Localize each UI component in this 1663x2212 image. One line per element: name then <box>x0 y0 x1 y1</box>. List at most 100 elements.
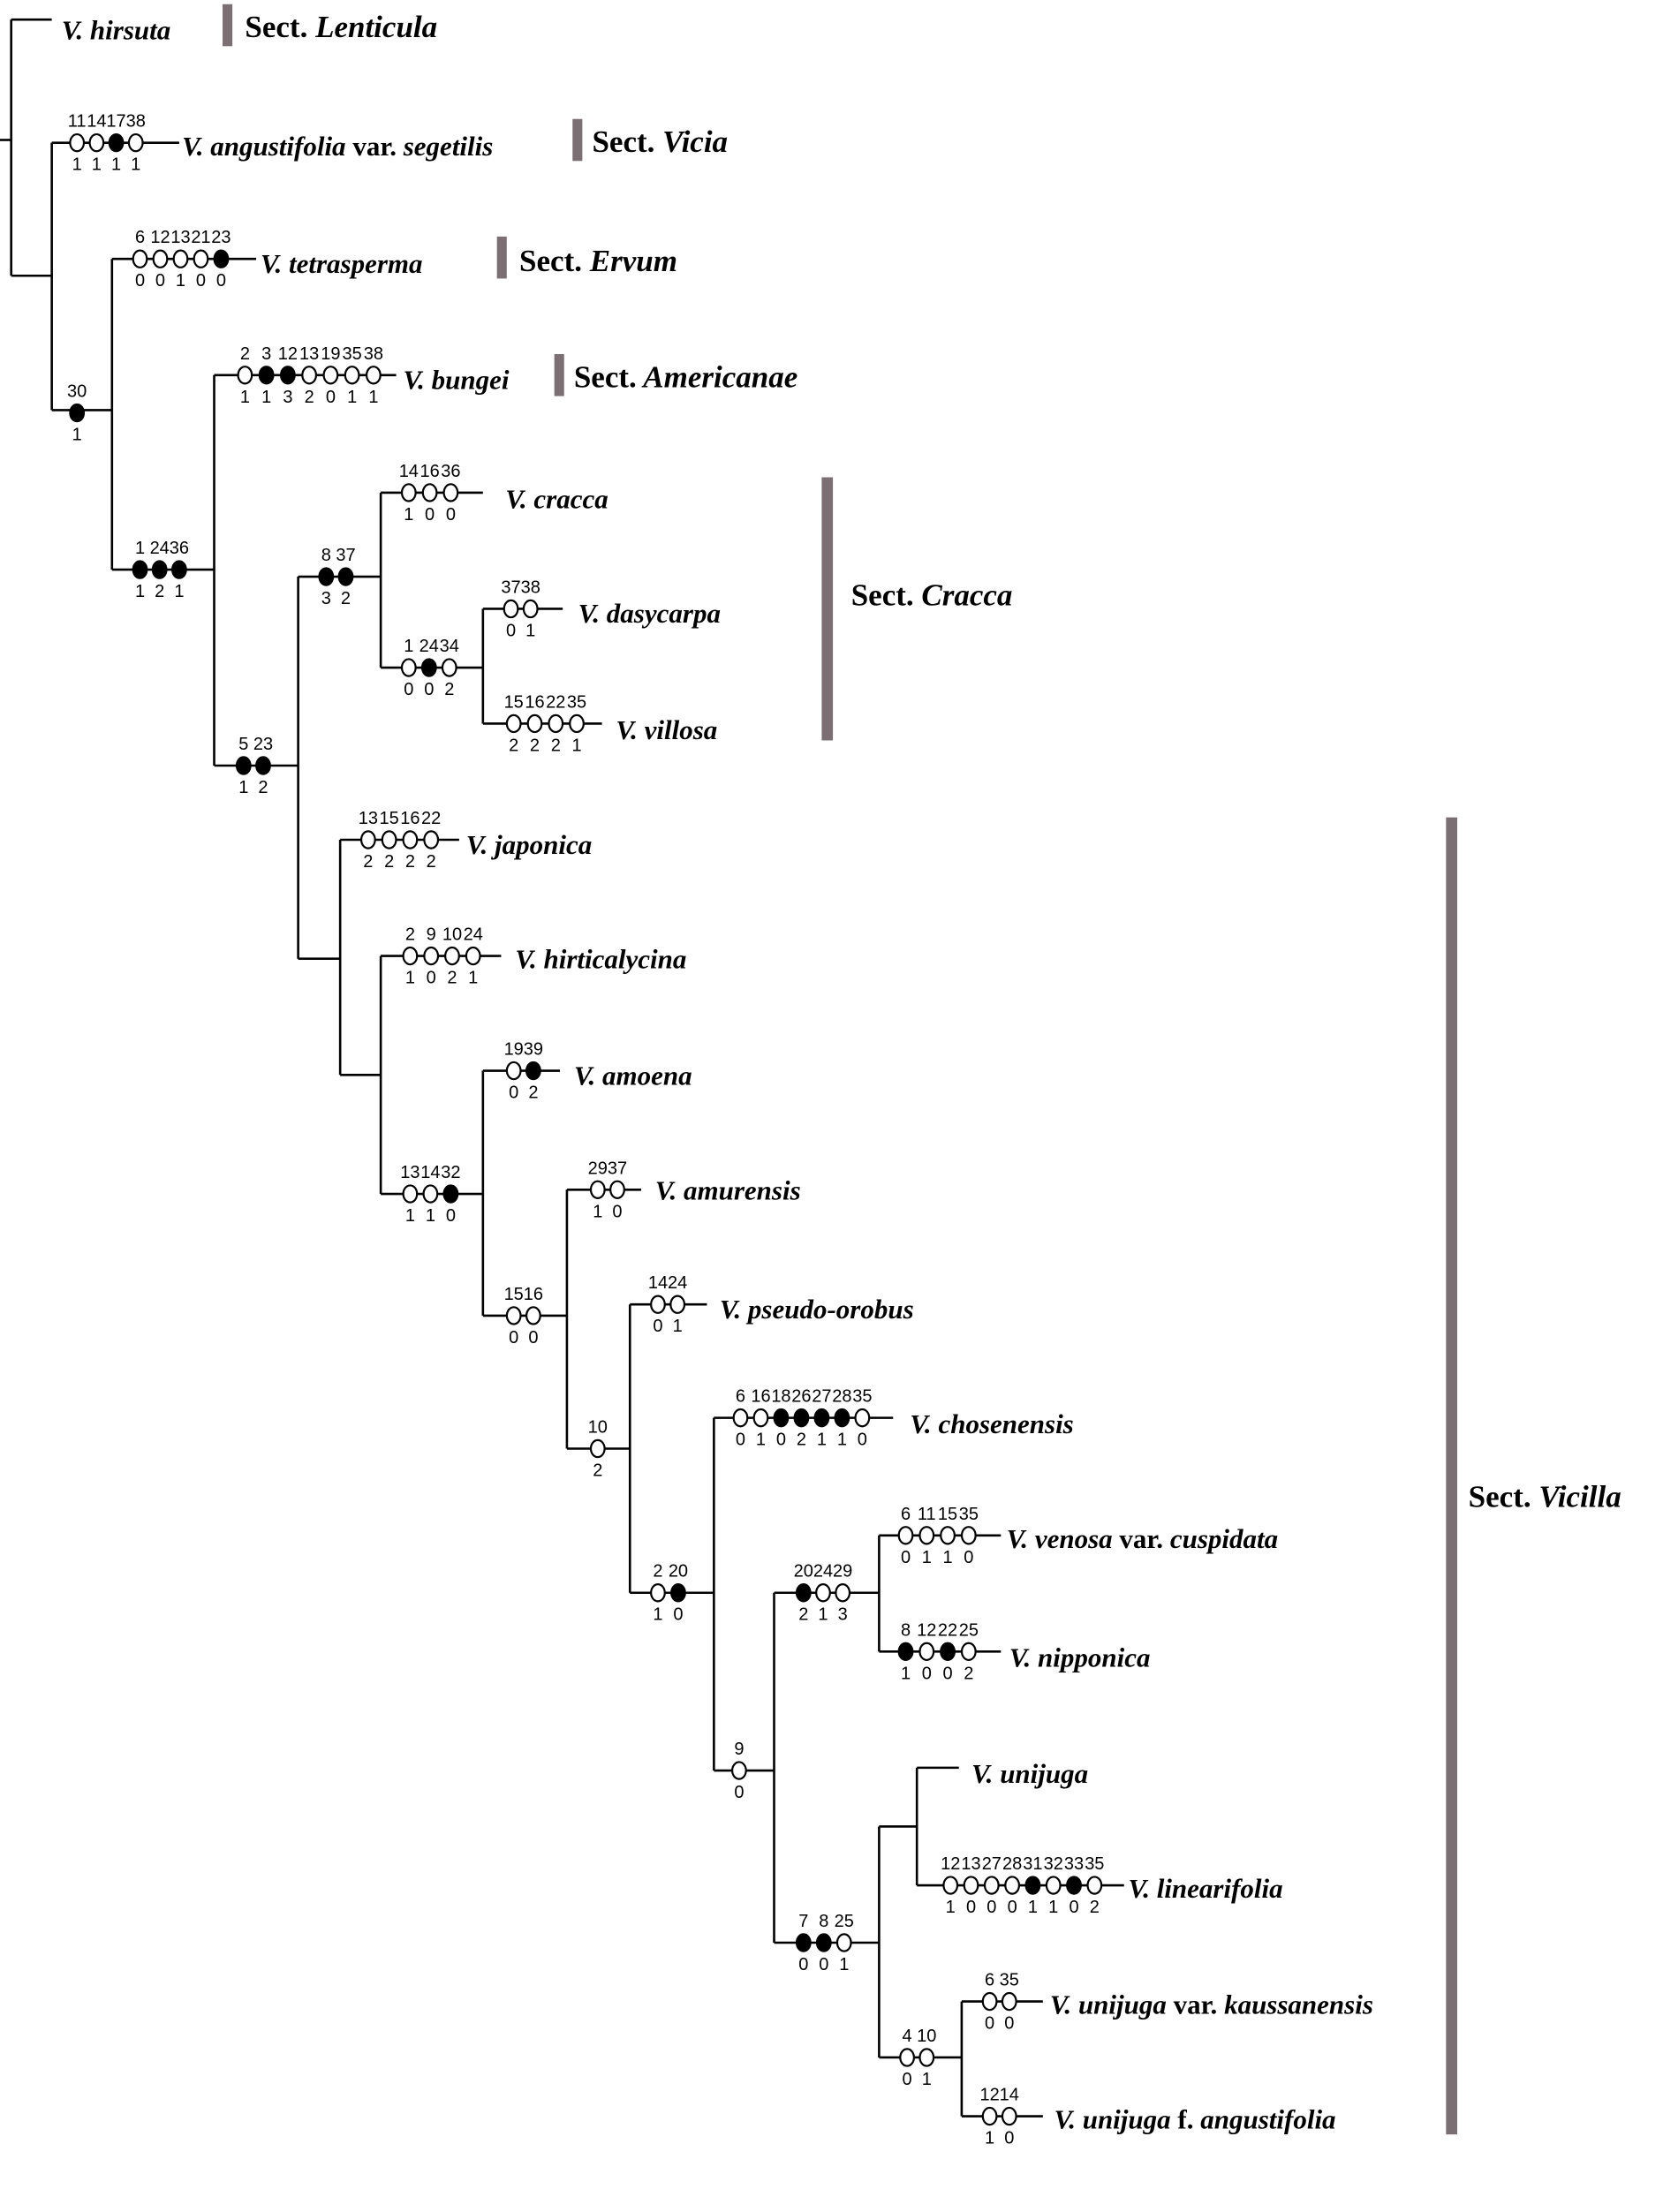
filled-character-circle <box>940 1642 956 1662</box>
section-label-ervum: Sect. Ervum <box>519 244 677 278</box>
character-number: 32 <box>441 1163 460 1182</box>
character-state: 1 <box>817 1431 827 1450</box>
character-number: 3 <box>261 344 271 364</box>
taxon-label-part: V. <box>574 1060 595 1091</box>
character-number: 11 <box>68 112 87 132</box>
filled-character-circle <box>670 1583 686 1603</box>
character-number: 16 <box>400 809 420 828</box>
character-number: 22 <box>938 1620 957 1640</box>
character-number: 36 <box>170 539 189 558</box>
character-number: 33 <box>1064 1854 1084 1874</box>
character-state: 0 <box>942 1664 952 1683</box>
open-character-circle <box>983 1876 1000 1895</box>
open-character-circle <box>522 599 539 619</box>
filled-character-circle <box>235 756 252 775</box>
open-character-circle <box>918 1526 935 1545</box>
character-state: 1 <box>818 1605 828 1625</box>
filled-character-circle <box>442 1184 459 1204</box>
character-state: 1 <box>922 2070 932 2089</box>
character-number: 34 <box>440 637 459 656</box>
section-name: Americanae <box>637 359 797 394</box>
open-character-circle <box>1001 1991 1017 2012</box>
character-state: 0 <box>798 1955 808 1974</box>
character-state: 0 <box>966 1898 976 1917</box>
character-number: 7 <box>798 1912 808 1931</box>
open-character-circle <box>609 1180 625 1199</box>
character-state: 3 <box>838 1605 848 1625</box>
taxon-label-part: pseudo-orobus <box>741 1294 914 1325</box>
taxon-label-part: cracca <box>527 483 609 514</box>
character-state: 0 <box>326 388 336 407</box>
character-number: 27 <box>982 1854 1002 1874</box>
filled-character-circle <box>795 1583 812 1603</box>
character-state: 2 <box>593 1461 602 1480</box>
character-number: 16 <box>420 462 439 481</box>
character-number: 10 <box>588 1417 608 1437</box>
character-state: 2 <box>341 589 351 608</box>
taxon-label-part: linearifolia <box>1150 1873 1283 1904</box>
taxon-label-part: venosa <box>1028 1523 1113 1554</box>
character-number: 37 <box>336 546 355 565</box>
character-number: 10 <box>442 925 462 945</box>
taxon-label-part: V. <box>910 1408 931 1439</box>
taxon-label-part: unijuga <box>1071 1989 1167 2020</box>
open-character-circle <box>88 132 105 153</box>
open-character-circle <box>669 1295 686 1314</box>
taxon-label-part: V. <box>971 1758 993 1789</box>
character-group: 10 2 <box>588 1417 608 1480</box>
taxon-label-angustifolia: V. angustifolia var. segetilis <box>182 131 493 162</box>
open-character-circle <box>963 1876 979 1895</box>
character-number: 17 <box>106 112 125 132</box>
open-character-circle <box>381 830 397 849</box>
character-number: 24 <box>150 539 170 558</box>
character-state: 2 <box>509 736 518 755</box>
character-number: 6 <box>901 1505 911 1524</box>
open-character-circle <box>344 366 360 385</box>
character-state: 0 <box>446 505 456 525</box>
character-number: 21 <box>191 228 210 247</box>
open-character-circle <box>835 1583 851 1603</box>
character-state: 2 <box>155 582 164 601</box>
taxon-label-part: V. <box>1050 1989 1071 2020</box>
open-character-circle <box>172 249 189 268</box>
character-state: 2 <box>964 1664 973 1683</box>
character-state: 0 <box>653 1317 662 1336</box>
character-state: 2 <box>798 1605 808 1625</box>
open-character-circle <box>981 1991 998 2012</box>
taxon-label-part: dasycarpa <box>600 598 721 629</box>
character-state: 0 <box>1004 2014 1014 2034</box>
section-label-americanae: Sect. Americanae <box>574 359 797 394</box>
section-bar-ervum <box>496 236 507 279</box>
filled-character-circle <box>213 249 230 268</box>
taxon-label-tetrasperma: V. tetrasperma <box>261 248 423 279</box>
character-state: 1 <box>922 1548 932 1567</box>
character-state: 1 <box>653 1605 662 1625</box>
character-number: 15 <box>504 692 524 712</box>
open-character-circle <box>465 946 481 966</box>
character-number: 13 <box>400 1163 420 1182</box>
character-number: 37 <box>608 1159 627 1178</box>
open-character-circle <box>1001 2106 1017 2126</box>
section-name: Vicia <box>654 125 728 159</box>
open-character-circle <box>548 713 564 734</box>
open-character-circle <box>69 132 86 153</box>
filled-character-circle <box>420 658 437 677</box>
character-state: 1 <box>946 1898 956 1917</box>
filled-character-circle <box>1024 1876 1041 1895</box>
section-bar-vicia <box>572 118 583 162</box>
open-character-circle <box>505 1061 522 1081</box>
open-character-circle <box>237 366 253 385</box>
filled-character-circle <box>69 403 86 423</box>
character-number: 9 <box>734 1740 744 1759</box>
character-number: 15 <box>938 1505 957 1524</box>
character-state: 0 <box>424 680 434 699</box>
taxon-label-part: hirsuta <box>83 14 170 45</box>
taxon-label-part: var. <box>346 131 397 162</box>
open-character-circle <box>752 1408 769 1428</box>
taxon-label-japonica: V. japonica <box>466 829 592 860</box>
